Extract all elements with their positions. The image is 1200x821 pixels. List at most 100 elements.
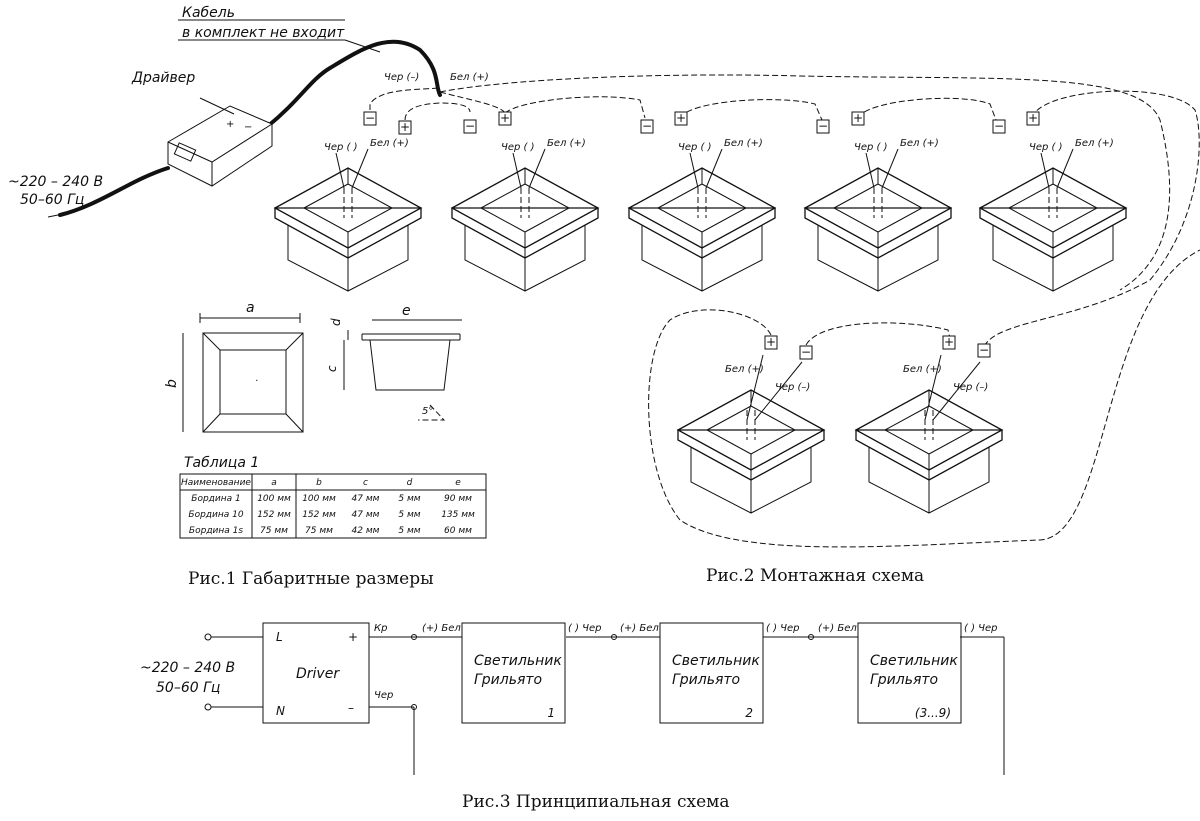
lamp-number: 1 [547, 706, 555, 720]
driver-title: Driver [296, 666, 340, 682]
wire-white-label: Бел (+) [370, 138, 409, 149]
svg-text:+: + [1028, 111, 1038, 125]
table-cell: 90 мм [444, 494, 472, 504]
driver-output-plus: + [348, 630, 358, 644]
out-plus-label: Кр [374, 623, 387, 634]
dim-d: d [329, 318, 343, 326]
svg-text:−: − [801, 345, 811, 359]
driver-input-l: L [276, 630, 283, 644]
dim-c: c [325, 365, 339, 372]
lamp-input-label: (+) Бел [620, 623, 659, 634]
wire-black-label: Чер (–) [775, 382, 810, 393]
table-cell: 5 мм [398, 510, 420, 520]
wire-black-label: Чер ( ) [324, 142, 358, 153]
wire-black-label: Чер ( ) [854, 142, 888, 153]
svg-text:+: + [676, 111, 686, 125]
mains-frequency: 50–60 Гц [20, 192, 84, 208]
lamp-name: Светильник [870, 653, 958, 669]
fixture-4 [803, 167, 953, 292]
svg-text:−: − [365, 111, 375, 125]
svg-text:−: − [979, 343, 989, 357]
wire-white-label: Бел (+) [724, 138, 763, 149]
out-minus-label: Чер [374, 690, 393, 701]
table-header: c [363, 478, 368, 488]
fixture-7 [854, 389, 1004, 514]
table-header: d [407, 478, 413, 488]
lamp-input-label: (+) Бел [422, 623, 461, 634]
wire-white-label: Бел (+) [900, 138, 939, 149]
fig2-caption: Рис.2 Монтажная схема [706, 566, 924, 586]
fig1-caption: Рис.1 Габаритные размеры [188, 569, 434, 589]
terminal-minus: − [640, 119, 654, 134]
fixture-3 [627, 167, 777, 292]
lamp-number: 2 [745, 706, 753, 720]
svg-text:−: − [465, 119, 475, 133]
table-header: Наименование [181, 478, 251, 488]
terminal-minus: − [992, 119, 1006, 134]
lamp-type: Грильято [474, 672, 542, 688]
svg-text:−: − [818, 119, 828, 133]
fixture-6 [676, 389, 826, 514]
table-cell: 5 мм [398, 494, 420, 504]
driver-unit: + − Драйвер [131, 70, 273, 187]
dim-e: e [402, 303, 411, 319]
fig3-frequency: 50–60 Гц [156, 680, 220, 696]
terminal-plus: + [1026, 111, 1040, 126]
fig3-caption: Рис.3 Принципиальная схема [462, 792, 730, 812]
svg-text:+: + [400, 120, 410, 134]
table-frame [179, 473, 487, 539]
terminal-plus: + [851, 111, 865, 126]
svg-text:−: − [642, 119, 652, 133]
lamp-name: Светильник [672, 653, 760, 669]
table-cell: 75 мм [305, 526, 333, 536]
table-cell: Бордина 1s [189, 526, 243, 536]
wire-black-label: Чер ( ) [678, 142, 712, 153]
fig3-schematic: ~220 – 240 В 50–60 Гц Driver L N + – Кр … [140, 622, 1005, 812]
table-cell: Бордина 10 [188, 510, 243, 520]
wire-white-label: Бел (+) [725, 364, 764, 375]
lamp-name: Светильник [474, 653, 562, 669]
table-cell: 152 мм [302, 510, 336, 520]
svg-text:+: + [944, 335, 954, 349]
terminal-minus: − [816, 119, 830, 134]
driver-input-n: N [276, 704, 285, 718]
wire-white-label: Бел (+) [547, 138, 586, 149]
table-cell: 152 мм [257, 510, 291, 520]
table-header: a [271, 478, 277, 488]
svg-text:+: + [766, 335, 776, 349]
terminal-minus: − [363, 111, 377, 126]
svg-text:+: + [853, 111, 863, 125]
fixture-5 [978, 167, 1128, 292]
driver-block [262, 622, 370, 724]
terminal-plus: + [498, 111, 512, 126]
dim-b: b [164, 379, 180, 388]
table-header: e [455, 478, 461, 488]
lamp-type: Грильято [870, 672, 938, 688]
table-cell: 60 мм [444, 526, 472, 536]
table-cell: 100 мм [302, 494, 336, 504]
svg-text:−: − [244, 122, 252, 133]
lamp-type: Грильято [672, 672, 740, 688]
fixture-1 [273, 167, 423, 292]
cable-label: Кабель [182, 5, 235, 21]
table-title: Таблица 1 [184, 455, 259, 471]
table-header: b [316, 478, 322, 488]
table-cell: 135 мм [441, 510, 475, 520]
wire-black-label: Чер ( ) [501, 142, 535, 153]
wire-black-label: Чер (–) [384, 72, 419, 83]
terminal-minus: − [799, 345, 813, 360]
table-cell: 5 мм [398, 526, 420, 536]
cable-annotation: Кабель в комплект не входит [178, 5, 381, 53]
svg-text:+: + [226, 119, 234, 130]
table-cell: 75 мм [260, 526, 288, 536]
terminal-plus: + [942, 335, 956, 350]
mains-cable [58, 166, 170, 217]
terminal-plus: + [674, 111, 688, 126]
wire-black-label: Чер ( ) [1029, 142, 1063, 153]
dim-angle: 5° [422, 406, 433, 417]
lamp-input-label: (+) Бел [818, 623, 857, 634]
